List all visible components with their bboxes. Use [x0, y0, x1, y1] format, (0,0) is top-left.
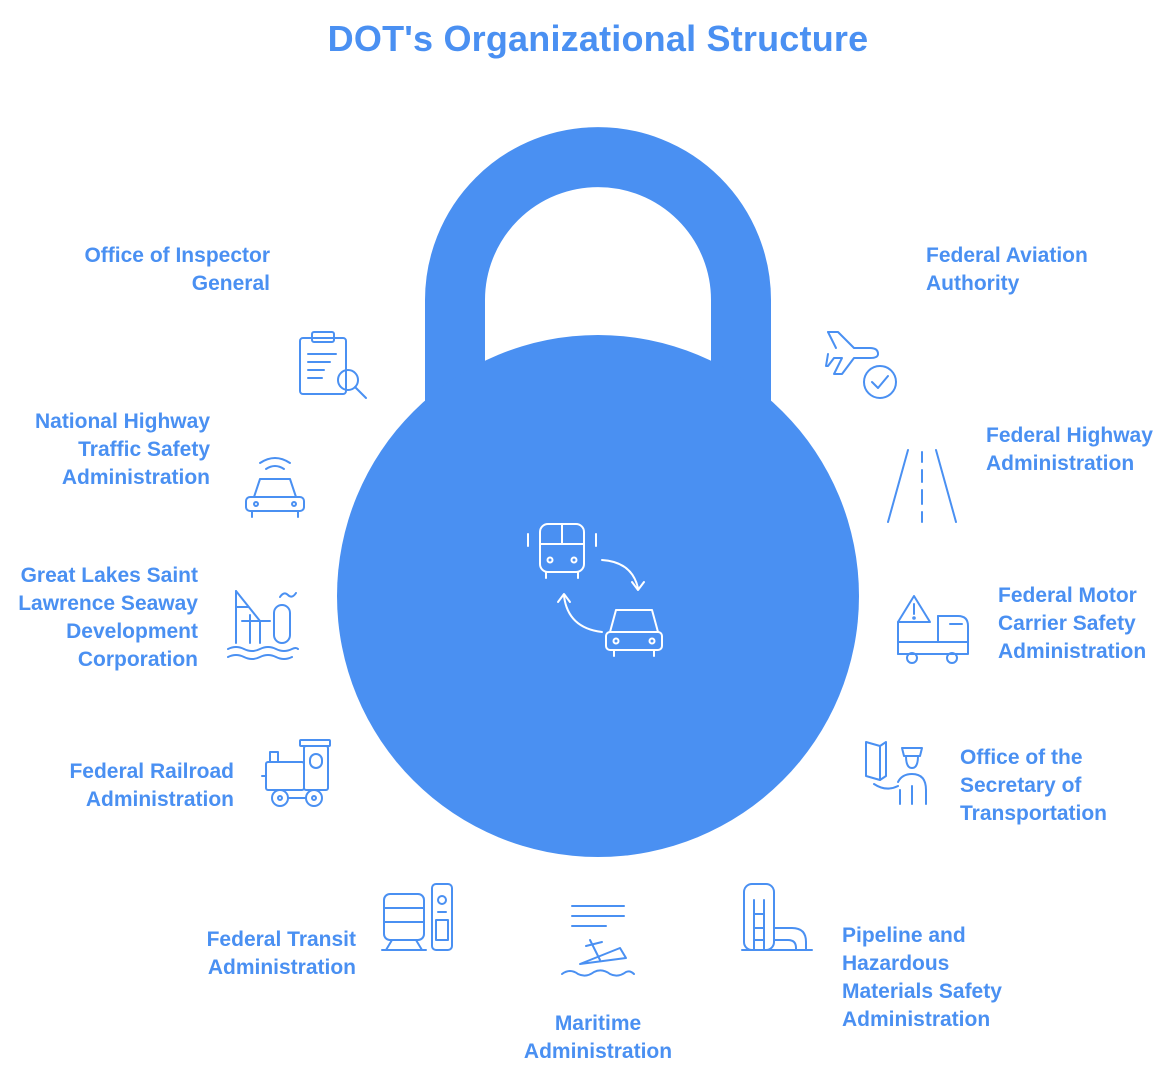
- train-station-icon: [380, 880, 458, 961]
- label-fhwa: Federal Highway Administration: [986, 424, 1153, 475]
- label-office-secretary: Office of the Secretary of Transportatio…: [960, 746, 1108, 825]
- highway-road-icon: [884, 446, 960, 531]
- label-nhtsa: National Highway Traffic Safety Administ…: [34, 410, 210, 489]
- bus-car-exchange-icon: [520, 520, 680, 675]
- locomotive-icon: [260, 738, 336, 815]
- officer-document-icon: [862, 738, 934, 815]
- clipboard-search-icon: [296, 330, 370, 409]
- label-federal-railroad: Federal Railroad Administration: [69, 760, 234, 811]
- label-maritime: Maritime Administration: [523, 1012, 673, 1063]
- label-faa: Federal Aviation Authority: [926, 244, 1088, 295]
- ship-waves-icon: [560, 902, 636, 987]
- page-title: DOT's Organizational Structure: [327, 18, 869, 59]
- label-great-lakes-seaway: Great Lakes Saint Lawrence Seaway Develo…: [18, 564, 198, 671]
- pipeline-building-icon: [740, 880, 816, 961]
- label-federal-transit: Federal Transit Administration: [206, 928, 356, 979]
- label-fmcsa: Federal Motor Carrier Safety Administrat…: [998, 584, 1147, 663]
- airplane-check-icon: [824, 328, 900, 409]
- connected-car-icon: [240, 455, 310, 526]
- padlock-body: [337, 335, 859, 857]
- seaway-crane-icon: [226, 585, 300, 666]
- padlock-shackle: [425, 127, 771, 420]
- truck-warning-icon: [894, 592, 972, 673]
- label-office-of-inspector-general: Office of Inspector General: [84, 244, 270, 295]
- label-phmsa: Pipeline and Hazardous Materials Safety …: [842, 924, 1002, 1031]
